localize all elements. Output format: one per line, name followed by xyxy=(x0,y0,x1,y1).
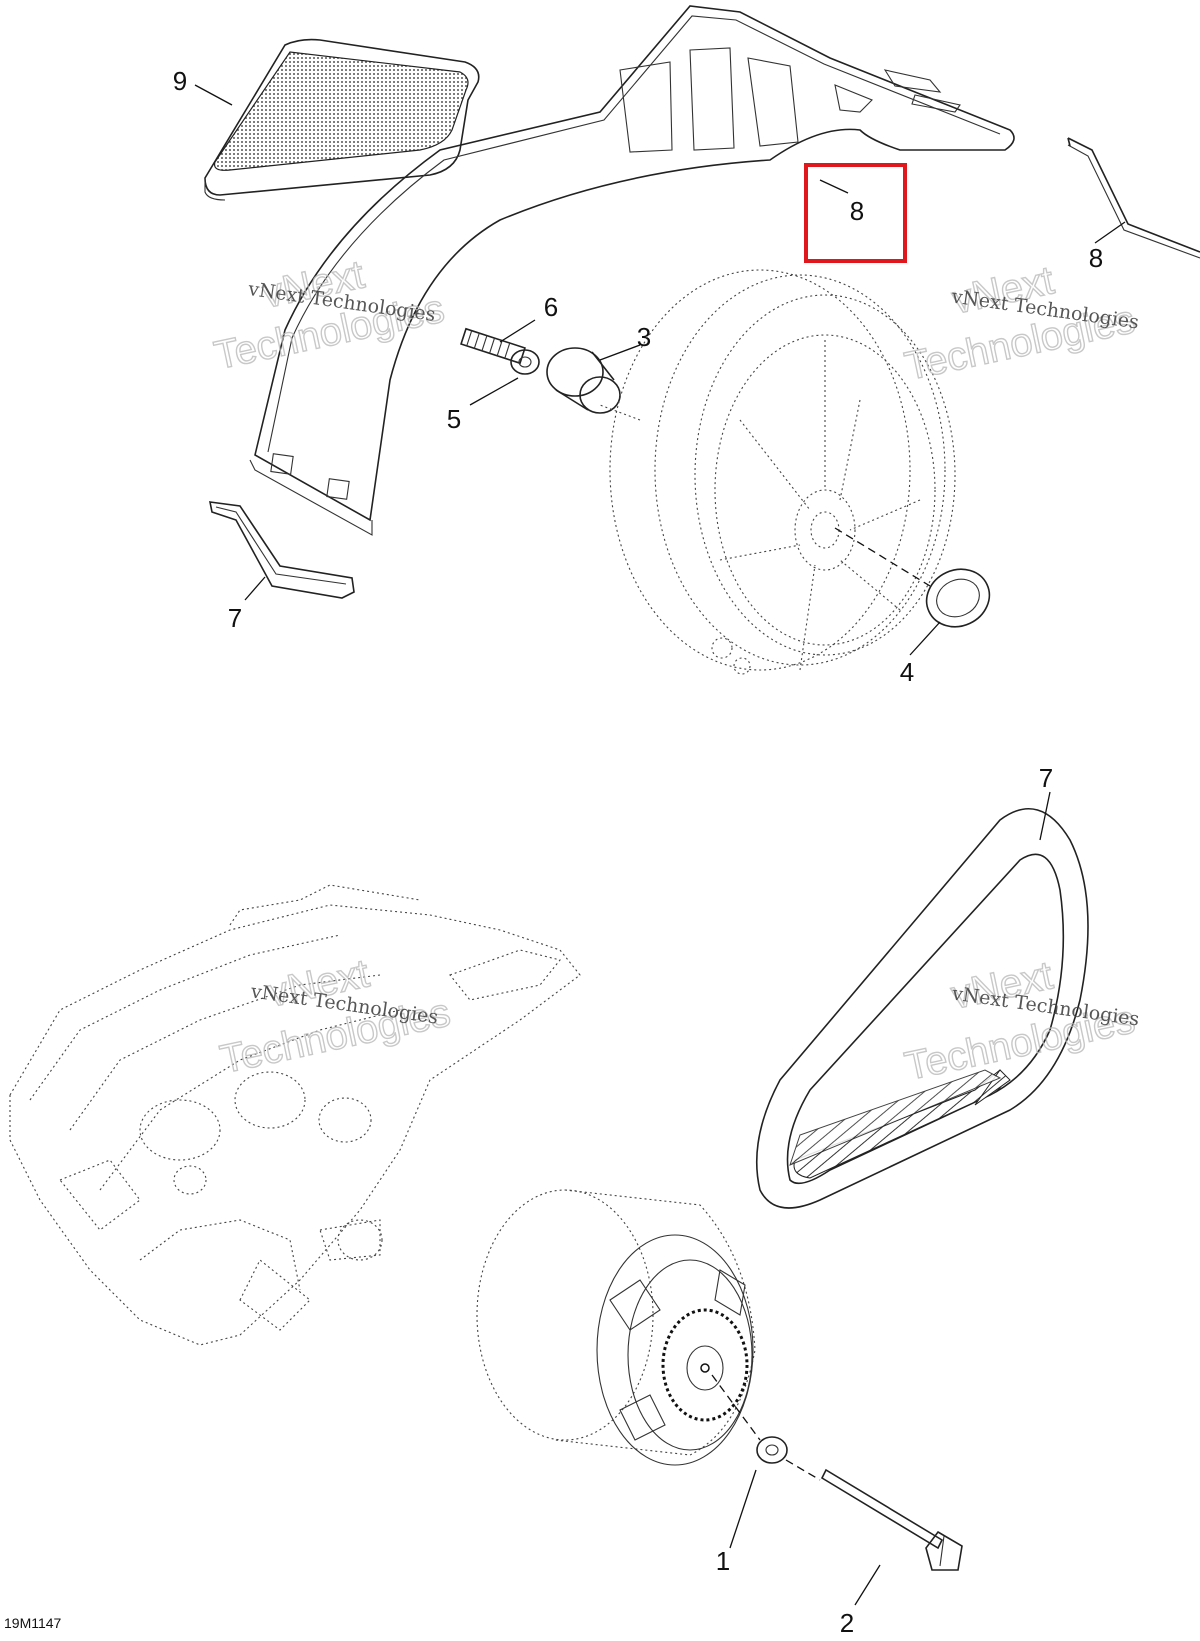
part-9-belt-guard xyxy=(249,5,1015,536)
callout-7[interactable]: 7 xyxy=(1039,763,1053,793)
callout-4[interactable]: 4 xyxy=(900,657,914,687)
callout-8-left[interactable]: 7 xyxy=(228,603,242,633)
part-5-washer xyxy=(510,349,540,375)
engine-dotted xyxy=(9,884,581,1346)
callout-3[interactable]: 3 xyxy=(637,322,651,352)
part-1-washer xyxy=(711,1374,821,1481)
drive-pulley xyxy=(476,1189,756,1466)
driven-pulley-dotted xyxy=(599,269,956,675)
part-8-seal-left xyxy=(208,501,355,599)
callout-5[interactable]: 5 xyxy=(447,404,461,434)
callout-9-highlight xyxy=(804,163,907,263)
part-7-drive-belt xyxy=(755,808,1089,1209)
drawing-code: 19M1147 xyxy=(4,1615,62,1631)
part-3-spacer xyxy=(546,347,621,414)
part-10-filter-pad xyxy=(204,38,480,201)
callout-9[interactable]: 8 xyxy=(850,196,864,226)
part-4-ring xyxy=(925,568,991,628)
callout-10[interactable]: 9 xyxy=(173,66,187,96)
callout-1[interactable]: 1 xyxy=(716,1546,730,1576)
callout-6[interactable]: 6 xyxy=(544,292,558,322)
callout-2[interactable]: 2 xyxy=(840,1608,854,1638)
part-2-long-bolt xyxy=(820,1468,963,1571)
callout-8-right[interactable]: 8 xyxy=(1089,243,1103,273)
callout-leaders xyxy=(194,84,1126,1606)
part-6-bolt xyxy=(460,327,526,365)
part-8-seal-right xyxy=(1067,137,1200,259)
